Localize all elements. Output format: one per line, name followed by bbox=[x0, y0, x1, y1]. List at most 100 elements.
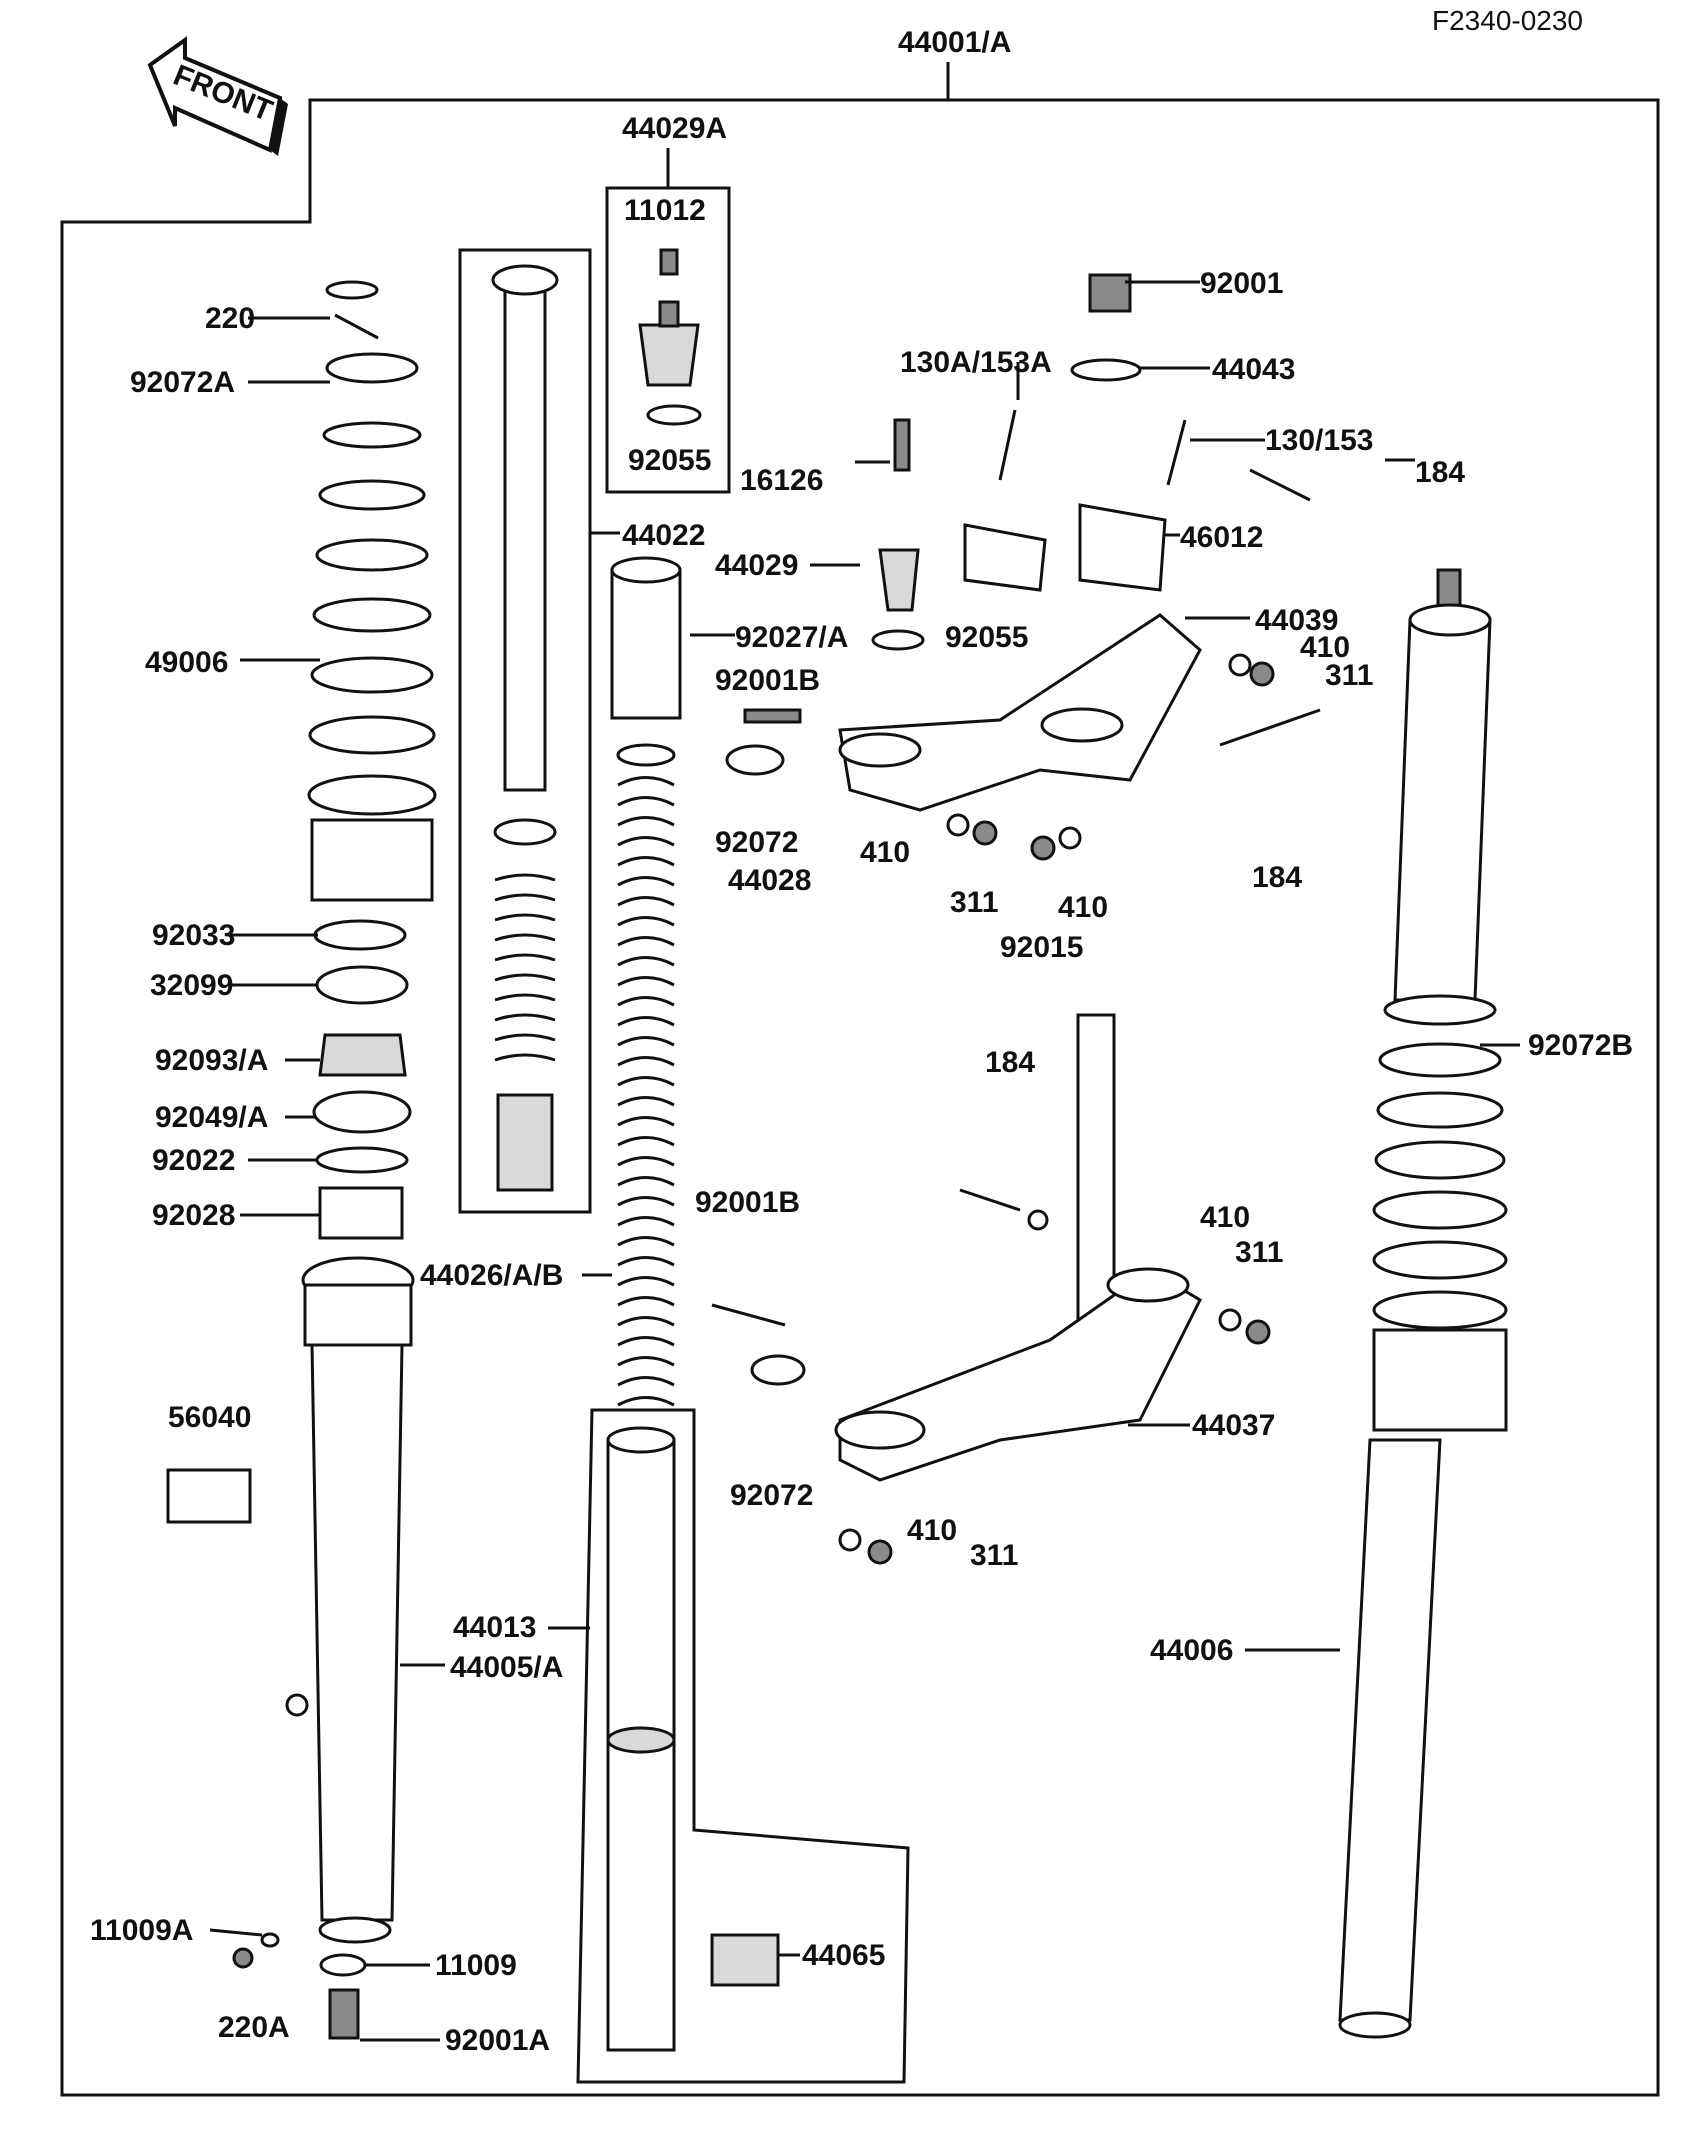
label-92001B-a: 92001B bbox=[715, 664, 820, 697]
bolt-130A bbox=[998, 409, 1017, 481]
label-220A: 220A bbox=[218, 2011, 290, 2044]
bolt-92001 bbox=[1088, 273, 1132, 313]
bolt-184-low bbox=[959, 1188, 1021, 1212]
label-92027A: 92027/A bbox=[735, 621, 848, 654]
assembly-border bbox=[60, 98, 1660, 2097]
nut-311-a bbox=[1249, 661, 1275, 687]
label-92072-a: 92072 bbox=[715, 826, 798, 859]
label-46012: 46012 bbox=[1180, 521, 1263, 554]
washer-44043 bbox=[1070, 358, 1142, 382]
label-11009A: 11009A bbox=[90, 1914, 193, 1947]
spacer-92027 bbox=[610, 568, 682, 720]
label-44039: 44039 bbox=[1255, 604, 1338, 637]
nut-311-b bbox=[972, 820, 998, 846]
label-92072B: 92072B bbox=[1528, 1029, 1633, 1062]
rebound-spring bbox=[494, 873, 556, 1062]
washer-11009 bbox=[319, 1953, 367, 1977]
washer-410-c bbox=[1058, 826, 1082, 850]
upper-bracket-44039 bbox=[838, 613, 1202, 812]
label-184-low: 184 bbox=[985, 1046, 1035, 1079]
label-44037: 44037 bbox=[1192, 1409, 1275, 1442]
guide-bushing-92028 bbox=[318, 1186, 404, 1240]
washer-410-e bbox=[838, 1528, 862, 1552]
nut-311-d bbox=[1245, 1319, 1271, 1345]
label-44065: 44065 bbox=[802, 1939, 885, 1972]
holder-46012-b bbox=[1078, 503, 1167, 592]
label-92022: 92022 bbox=[152, 1144, 235, 1177]
inner-tube-box bbox=[576, 1408, 910, 2084]
bolt-184-mid bbox=[1219, 708, 1321, 747]
label-11009: 11009 bbox=[435, 1949, 517, 1982]
label-184-top: 184 bbox=[1415, 456, 1465, 489]
washer-32099 bbox=[315, 965, 409, 1005]
label-220: 220 bbox=[205, 302, 255, 335]
label-311-e: 311 bbox=[970, 1539, 1018, 1572]
label-44001: 44001/A bbox=[898, 26, 1011, 59]
label-92055-b: 92055 bbox=[945, 621, 1028, 654]
label-92015: 92015 bbox=[1000, 931, 1083, 964]
bushing-92049 bbox=[312, 1090, 412, 1134]
damper-box bbox=[458, 248, 592, 1214]
bolt-92001B-b bbox=[711, 1303, 786, 1327]
label-311-b: 311 bbox=[950, 886, 998, 919]
label-11012: 11012 bbox=[624, 194, 706, 227]
label-92072A: 92072A bbox=[130, 366, 235, 399]
label-92001B-b: 92001B bbox=[695, 1186, 800, 1219]
label-92093A: 92093/A bbox=[155, 1044, 268, 1077]
o-ring-92055 bbox=[646, 404, 702, 426]
snap-ring-92033 bbox=[313, 919, 407, 951]
seat-44028 bbox=[616, 743, 676, 767]
oil-seal-92093 bbox=[318, 1033, 407, 1077]
nut-92015 bbox=[1030, 835, 1056, 861]
label-410-c: 410 bbox=[1058, 891, 1108, 924]
screw-220 bbox=[334, 313, 379, 340]
label-410-a: 410 bbox=[1300, 631, 1350, 664]
label-410-e: 410 bbox=[907, 1514, 957, 1547]
washer-410-d bbox=[1218, 1308, 1242, 1332]
label-56040 bbox=[166, 1468, 252, 1524]
dust-boot-left bbox=[307, 352, 437, 902]
label-16126: 16126 bbox=[740, 464, 823, 497]
clamp-92072A bbox=[325, 280, 379, 300]
label-410-d: 410 bbox=[1200, 1201, 1250, 1234]
damper-rod bbox=[503, 278, 547, 792]
label-311-a: 311 bbox=[1325, 659, 1373, 692]
label-44028: 44028 bbox=[728, 864, 811, 897]
bolt-92001B-a bbox=[743, 708, 802, 724]
label-92001: 92001 bbox=[1200, 267, 1283, 300]
fork-spring bbox=[617, 776, 675, 1407]
label-44006: 44006 bbox=[1150, 1634, 1233, 1667]
label-49006: 49006 bbox=[145, 646, 228, 679]
clamp-92072-a bbox=[725, 744, 785, 776]
nut-311-e bbox=[867, 1539, 893, 1565]
label-311-d: 311 bbox=[1235, 1236, 1283, 1269]
front-arrow-icon: FRONT bbox=[147, 36, 288, 156]
bushing-44065 bbox=[710, 1933, 780, 1987]
valve-core-11012 bbox=[659, 248, 679, 276]
clamp-92072-b bbox=[750, 1354, 806, 1386]
diagram-code: F2340-0230 bbox=[1432, 5, 1583, 36]
label-410-b: 410 bbox=[860, 836, 910, 869]
label-56040: 56040 bbox=[168, 1401, 251, 1434]
fork-assembly-right bbox=[1338, 568, 1508, 2039]
label-44029A: 44029A bbox=[622, 112, 727, 145]
label-44029: 44029 bbox=[715, 549, 798, 582]
label-130A-153A: 130A/153A bbox=[900, 346, 1052, 379]
washer-11009A bbox=[260, 1932, 280, 1948]
cap-nut-44029 bbox=[878, 548, 920, 612]
leader-lines bbox=[209, 280, 1520, 2042]
holder-46012-a bbox=[963, 523, 1047, 592]
label-92033: 92033 bbox=[152, 919, 235, 952]
washer-410-b bbox=[946, 813, 970, 837]
air-valve-16126 bbox=[893, 418, 911, 472]
bolt-220A bbox=[232, 1947, 254, 1969]
label-92049A: 92049/A bbox=[155, 1101, 268, 1134]
label-92072-b: 92072 bbox=[730, 1479, 813, 1512]
cap-bolt-part bbox=[638, 323, 700, 387]
o-ring-92055-b bbox=[871, 629, 925, 651]
bolt-130 bbox=[1166, 419, 1187, 486]
label-44005A: 44005/A bbox=[450, 1651, 563, 1684]
label-92001A: 92001A bbox=[445, 2024, 550, 2057]
label-92055-a: 92055 bbox=[628, 444, 711, 477]
washer-410-a bbox=[1228, 653, 1252, 677]
